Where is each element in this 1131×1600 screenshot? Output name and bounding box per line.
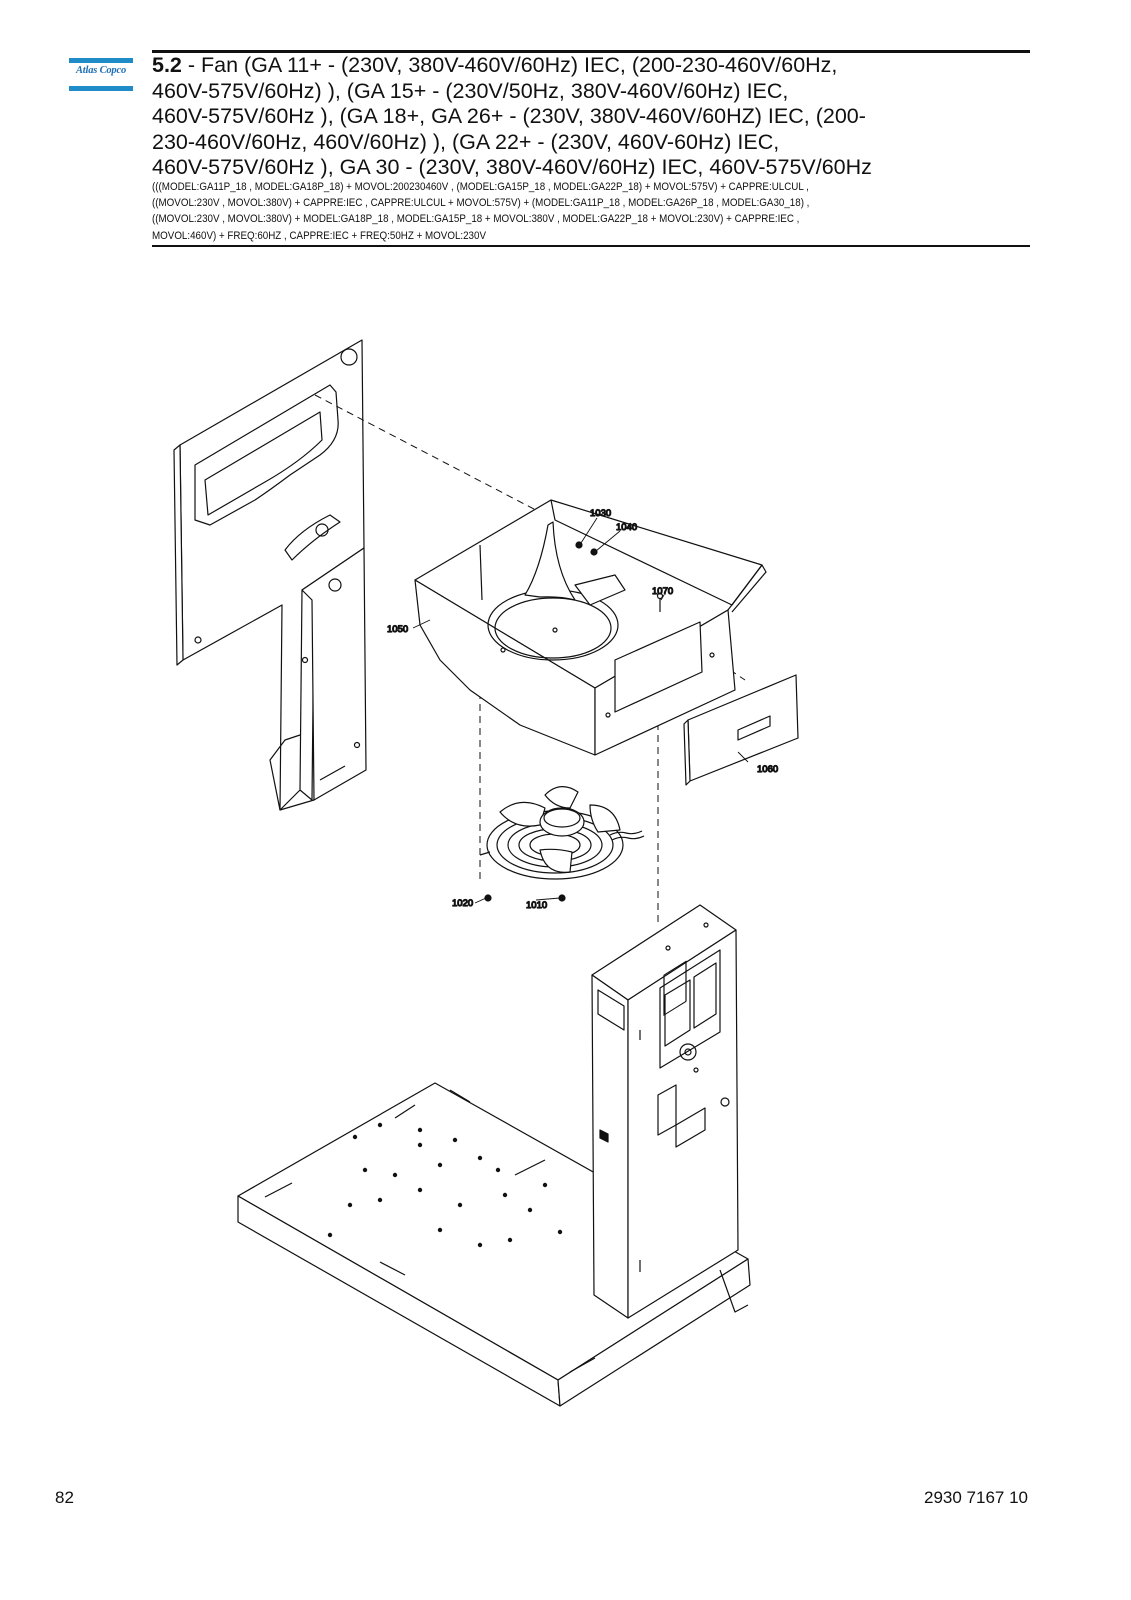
condition-line-2: ((MOVOL:230V , MOVOL:380V) + CAPPRE:IEC … [152,197,810,210]
title-line-2: 460V-575V/60Hz) ), (GA 15+ - (230V/50Hz,… [152,78,789,103]
callout-1010: 1010 [526,900,547,911]
header-rule-top [152,50,1030,53]
section-number: 5.2 [152,53,182,77]
axial-fan [479,786,645,902]
header-rule-bottom [152,245,1030,247]
logo-bar-bottom [69,86,133,91]
cover-plate [683,674,799,786]
rear-panel [173,339,367,811]
section-title: 5.2 - Fan (GA 11+ - (230V, 380V-460V/60H… [152,53,1032,181]
fasteners [575,541,664,612]
title-line-3: 460V-575V/60Hz ), (GA 18+, GA 26+ - (230… [152,104,866,128]
logo-bar-top [69,58,133,63]
callout-1070: 1070 [652,586,673,597]
callout-1020: 1020 [452,898,473,909]
model-conditions: (((MODEL:GA11P_18 , MODEL:GA18P_18) + MO… [152,179,1029,244]
atlas-copco-logo: Atlas Copco [69,58,133,92]
logo-text: Atlas Copco [75,65,126,76]
callout-leaders [412,517,749,904]
callout-1050: 1050 [387,624,408,635]
condition-line-4: MOVOL:460V) + FREQ:60HZ , CAPPRE:IEC + F… [152,229,487,242]
page-number: 82 [55,1488,74,1507]
callout-1040: 1040 [616,522,637,533]
callout-1030: 1030 [590,508,611,519]
fan-housing [414,499,767,756]
document-number: 2930 7167 10 [924,1488,1028,1507]
title-line-1: - Fan (GA 11+ - (230V, 380V-460V/60Hz) I… [181,53,838,77]
electric-cabinet [591,904,739,1319]
callout-1060: 1060 [757,764,778,775]
condition-line-1: (((MODEL:GA11P_18 , MODEL:GA18P_18) + MO… [152,181,809,193]
condition-line-3: ((MOVOL:230V , MOVOL:380V) + MODEL:GA18P… [152,213,800,226]
title-line-4: 230-460V/60Hz, 460V/60Hz) ), (GA 22+ - (… [152,129,780,154]
title-line-5: 460V-575V/60Hz ), GA 30 - (230V, 380V-46… [152,155,872,179]
